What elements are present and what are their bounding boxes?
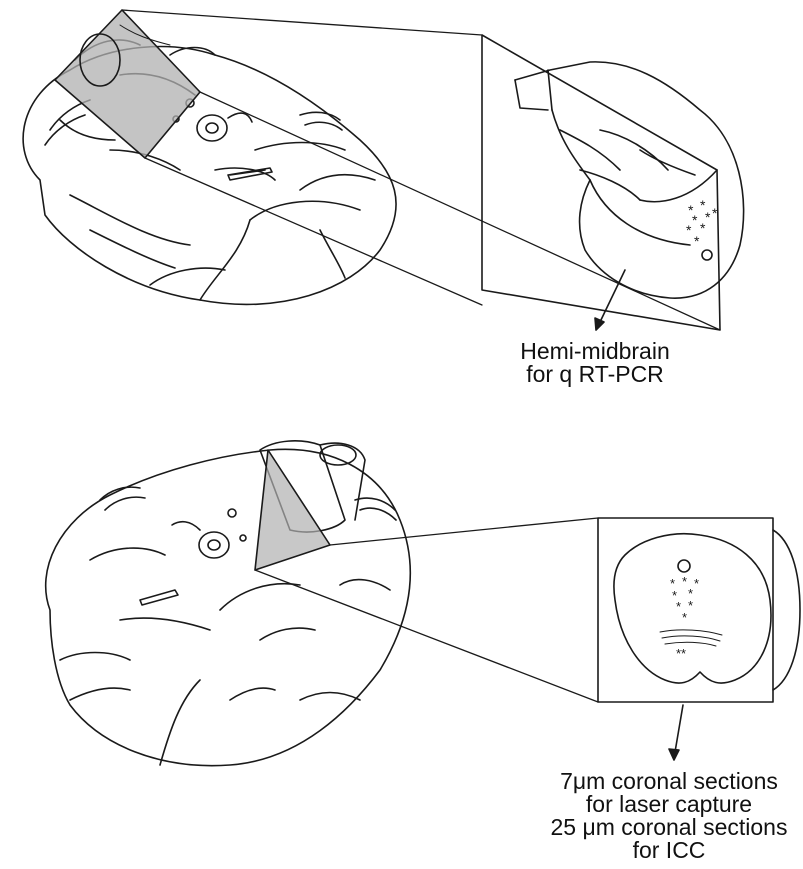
top-inset-panel xyxy=(482,35,744,330)
svg-text:*: * xyxy=(705,209,711,225)
svg-text:*: * xyxy=(676,599,681,614)
bottom-cut-wedge xyxy=(255,450,330,570)
svg-text:*: * xyxy=(694,233,700,249)
svg-text:*: * xyxy=(700,220,706,236)
top-cell-markers: ** ** ** ** xyxy=(686,197,718,249)
bottom-arrow xyxy=(669,705,683,760)
svg-text:*: * xyxy=(692,212,698,228)
label-coronal-sections: 7μm coronal sections for laser capture 2… xyxy=(535,770,803,862)
svg-text:*: * xyxy=(682,610,687,625)
top-cut-wedge xyxy=(55,10,200,158)
label-bottom-line4: for ICC xyxy=(535,839,803,862)
label-top-line1: Hemi-midbrain xyxy=(470,340,720,363)
brain-bottom xyxy=(46,441,411,766)
label-hemi-midbrain: Hemi-midbrain for q RT-PCR xyxy=(470,340,720,386)
label-bottom-line2: for laser capture xyxy=(535,793,803,816)
svg-text:*: * xyxy=(694,576,699,591)
svg-text:**: ** xyxy=(676,646,686,661)
label-bottom-line1: 7μm coronal sections xyxy=(535,770,803,793)
svg-text:*: * xyxy=(686,222,692,238)
label-bottom-line3: 25 μm coronal sections xyxy=(535,816,803,839)
svg-text:*: * xyxy=(712,205,718,221)
label-top-line2: for q RT-PCR xyxy=(470,363,720,386)
svg-text:*: * xyxy=(688,598,693,613)
svg-text:*: * xyxy=(682,574,687,589)
bottom-inset-panel xyxy=(598,518,800,702)
